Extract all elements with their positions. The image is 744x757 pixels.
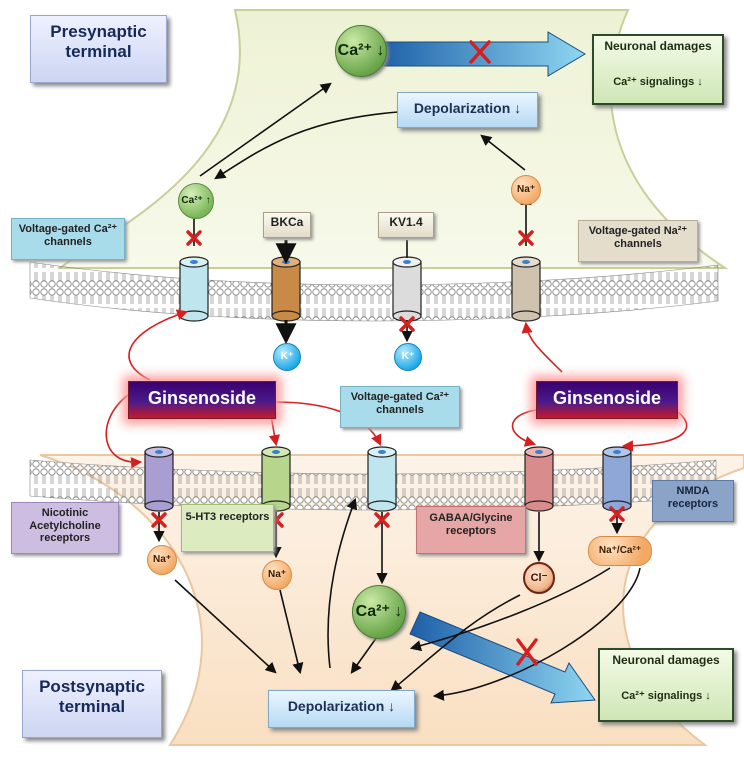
depolarization-post: Depolarization ↓ (268, 690, 415, 728)
postsynaptic-title: Postsynaptic terminal (22, 670, 162, 738)
ca-ion-post-large: Ca²⁺ ↓ (352, 585, 406, 639)
channel-kv14 (392, 256, 422, 322)
na-ion-nicotinic: Na⁺ (147, 545, 177, 575)
gin-arrow-to-nic (105, 394, 143, 469)
vg-ca-channels-pre-label: Voltage-gated Ca²⁺ channels (11, 218, 125, 260)
gin-arrow-to-gaba (511, 409, 537, 447)
na-ion-pre: Na⁺ (511, 175, 541, 205)
gin-arrow-to-vgca-pre (128, 309, 189, 381)
k-ion-bk: K⁺ (273, 343, 301, 371)
arrow-na-5ht-to-depol (279, 589, 304, 675)
arrow-ca-small-to-ca-big (199, 82, 332, 177)
arrow-na-nic-to-depol (174, 579, 277, 674)
nicotinic-label: Nicotinic Acetylcholine receptors (11, 502, 119, 554)
inhibit-x-big-arrow-post (516, 638, 538, 666)
na-ca-ion-nmda: Na⁺/Ca²⁺ (588, 536, 652, 566)
damage-title-post: Neuronal damages (612, 653, 720, 667)
arrow-depol-to-ca-small (214, 111, 399, 180)
arrow-naca-to-depol (432, 567, 641, 701)
arrow-cl-to-depol (390, 594, 521, 692)
inhibit-x-big-arrow-pre (469, 40, 491, 64)
channel-nmda (602, 446, 632, 512)
gin-arrow-to-vgca-post (274, 401, 382, 447)
channel-gaba-glycine (524, 446, 554, 512)
k-ion-kv: K⁺ (394, 343, 422, 371)
neuronal-damage-pre: Neuronal damages Ca²⁺ signalings ↓ (592, 34, 724, 105)
inhibit-x-vgca-pre (186, 230, 202, 246)
channel-nicotinic (144, 446, 174, 512)
presynaptic-membrane (29, 261, 719, 322)
ginsenoside-right: Ginsenoside (536, 381, 678, 419)
damage-title-pre: Neuronal damages (604, 39, 712, 53)
na-ion-5ht3: Na⁺ (262, 560, 292, 590)
damage-signal-post: Ca²⁺ signalings ↓ (621, 689, 711, 702)
kv14-label: KV1.4 (378, 212, 434, 238)
ca-ion-pre-small: Ca²⁺ ↑ (178, 183, 214, 219)
vg-na-channels-pre-label: Voltage-gated Na²⁺ channels (578, 220, 698, 262)
channel-vgca-post (367, 446, 397, 512)
ca-ion-pre-large: Ca²⁺ ↓ (335, 25, 387, 77)
inhibit-x-vgna-pre (518, 230, 534, 246)
arrow-depol-to-vgca-post (327, 497, 358, 669)
inhibit-x-vgca-post (374, 512, 390, 528)
inhibit-x-nmda (609, 506, 625, 522)
depolarization-pre: Depolarization ↓ (397, 92, 538, 128)
neuronal-damage-post: Neuronal damages Ca²⁺ signalings ↓ (598, 648, 734, 722)
arrow-na-to-depol (480, 134, 526, 171)
channel-vgna-pre (511, 256, 541, 322)
nmda-label: NMDA receptors (652, 480, 734, 522)
inhibit-x-nic (151, 512, 167, 528)
arrow-naca-to-ca (409, 567, 611, 652)
5ht3-label: 5-HT3 receptors (181, 504, 274, 552)
damage-signal-pre: Ca²⁺ signalings ↓ (613, 75, 703, 88)
gin-arrow-to-nmda (621, 407, 688, 452)
presynaptic-title: Presynaptic terminal (30, 15, 167, 83)
gaba-glycine-label: GABAA/Glycine receptors (416, 506, 526, 554)
vg-ca-channels-post-label: Voltage-gated Ca²⁺ channels (340, 386, 460, 428)
ginsenoside-left: Ginsenoside (128, 381, 276, 419)
channel-vgca-pre (179, 256, 209, 322)
channel-5ht3 (261, 446, 291, 512)
cl-ion: Cl⁻ (523, 562, 555, 594)
gin-arrow-to-vgna-pre (521, 321, 563, 373)
channel-bkca (271, 256, 301, 322)
inhibit-x-kv (399, 316, 415, 332)
bkca-label: BKCa (263, 212, 311, 238)
